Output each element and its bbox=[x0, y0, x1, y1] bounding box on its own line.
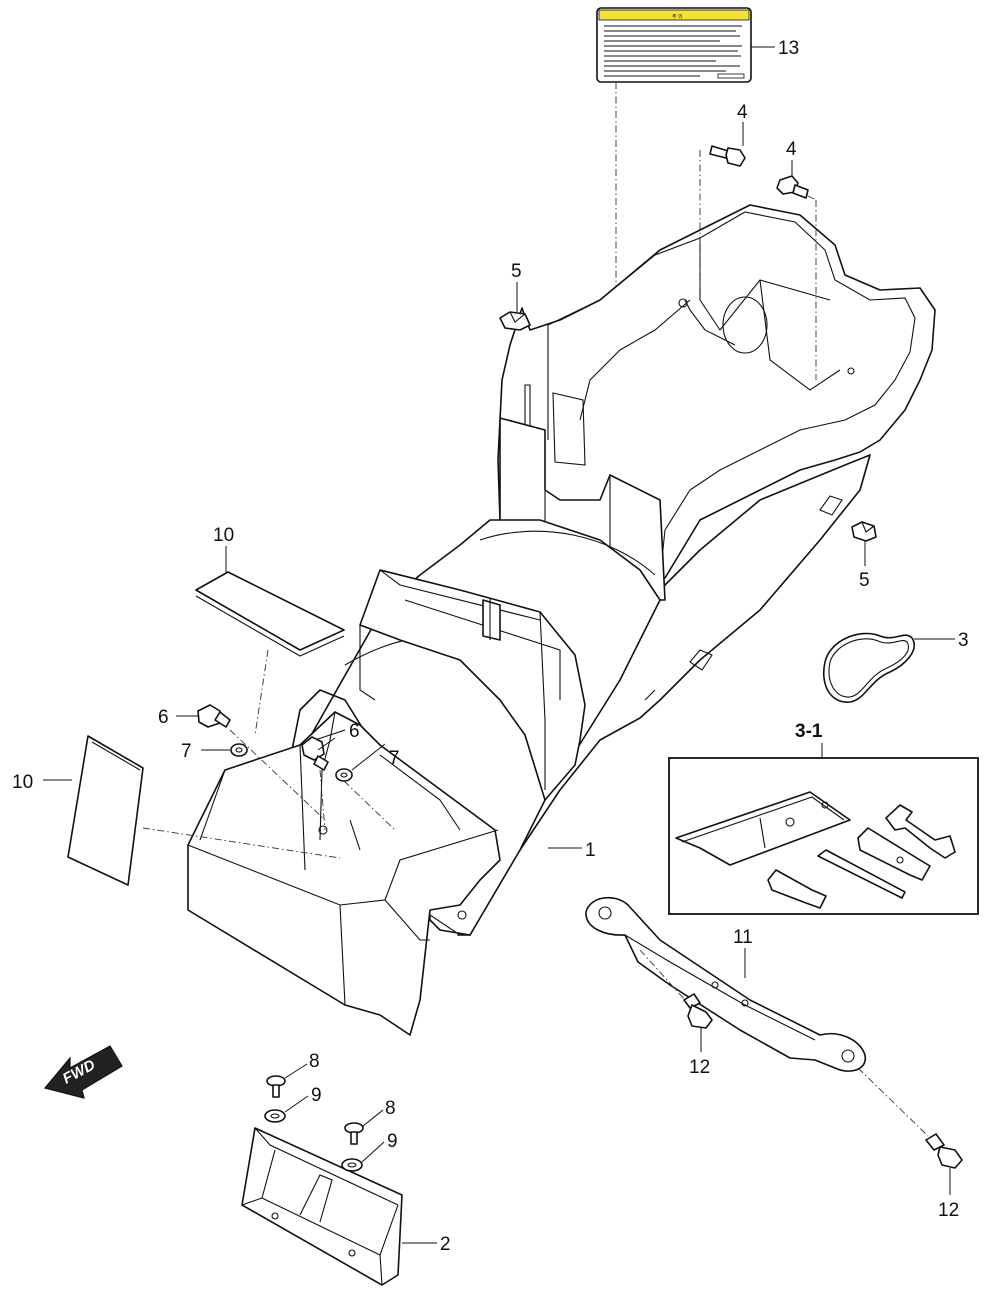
callout-4a: 4 bbox=[737, 102, 748, 123]
callout-6b: 6 bbox=[349, 721, 360, 742]
screw-part-8a bbox=[266, 1075, 286, 1098]
bolt-part-12a bbox=[683, 993, 713, 1029]
callout-9b: 9 bbox=[387, 1131, 398, 1152]
callout-8b: 8 bbox=[385, 1098, 396, 1119]
wrench-tool bbox=[885, 804, 956, 859]
callout-11: 11 bbox=[733, 927, 753, 948]
washer-part-7b bbox=[335, 768, 353, 782]
callout-13: 13 bbox=[778, 38, 799, 59]
bolt-part-6a bbox=[197, 704, 231, 728]
under-cover-part-2 bbox=[241, 1127, 403, 1286]
bolt-part-4b bbox=[776, 175, 809, 199]
warning-label-text-lines bbox=[604, 25, 745, 79]
warning-label-part-13: 주 의 bbox=[596, 7, 752, 83]
tool-bag bbox=[675, 791, 851, 866]
washer-part-7a bbox=[230, 743, 248, 757]
rear-fender-part-1 bbox=[187, 204, 936, 1036]
rubber-pad-part-10a bbox=[195, 571, 345, 657]
tool-kit-box bbox=[668, 757, 979, 915]
callout-5a: 5 bbox=[511, 261, 522, 282]
callout-1: 1 bbox=[585, 840, 596, 861]
callout-9a: 9 bbox=[311, 1085, 322, 1106]
clip-nut-part-5b bbox=[851, 521, 877, 542]
callout-8a: 8 bbox=[309, 1051, 320, 1072]
callout-2: 2 bbox=[440, 1234, 451, 1255]
callout-10a: 10 bbox=[213, 525, 234, 546]
callout-12a: 12 bbox=[689, 1057, 710, 1078]
callout-5b: 5 bbox=[859, 570, 870, 591]
bracket-part-11 bbox=[585, 896, 866, 1072]
spark-plug-wrench-tool bbox=[857, 827, 931, 881]
callout-4b: 4 bbox=[786, 139, 797, 160]
callout-12b: 12 bbox=[938, 1200, 959, 1221]
washer-part-9a bbox=[264, 1109, 286, 1123]
screwdriver-handle-tool bbox=[767, 869, 827, 909]
callout-6a: 6 bbox=[158, 707, 169, 728]
bolt-part-12b bbox=[925, 1133, 963, 1169]
clip-nut-part-5a bbox=[499, 311, 531, 331]
rubber-pad-part-10b bbox=[67, 735, 144, 886]
bolt-part-4a bbox=[709, 145, 746, 167]
washer-part-9b bbox=[341, 1158, 363, 1172]
callout-7a: 7 bbox=[181, 741, 192, 762]
callout-3-1: 3-1 bbox=[795, 721, 823, 742]
rubber-band-part-3 bbox=[823, 632, 915, 703]
callout-3: 3 bbox=[958, 630, 969, 651]
callout-7b: 7 bbox=[389, 748, 400, 769]
bolt-part-6b bbox=[301, 736, 329, 771]
warning-label-header: 주 의 bbox=[672, 13, 683, 20]
forward-arrow-icon: FWD bbox=[43, 1045, 123, 1099]
screwdriver-tool bbox=[817, 849, 906, 899]
callout-10b: 10 bbox=[12, 772, 33, 793]
screw-part-8b bbox=[344, 1122, 364, 1145]
